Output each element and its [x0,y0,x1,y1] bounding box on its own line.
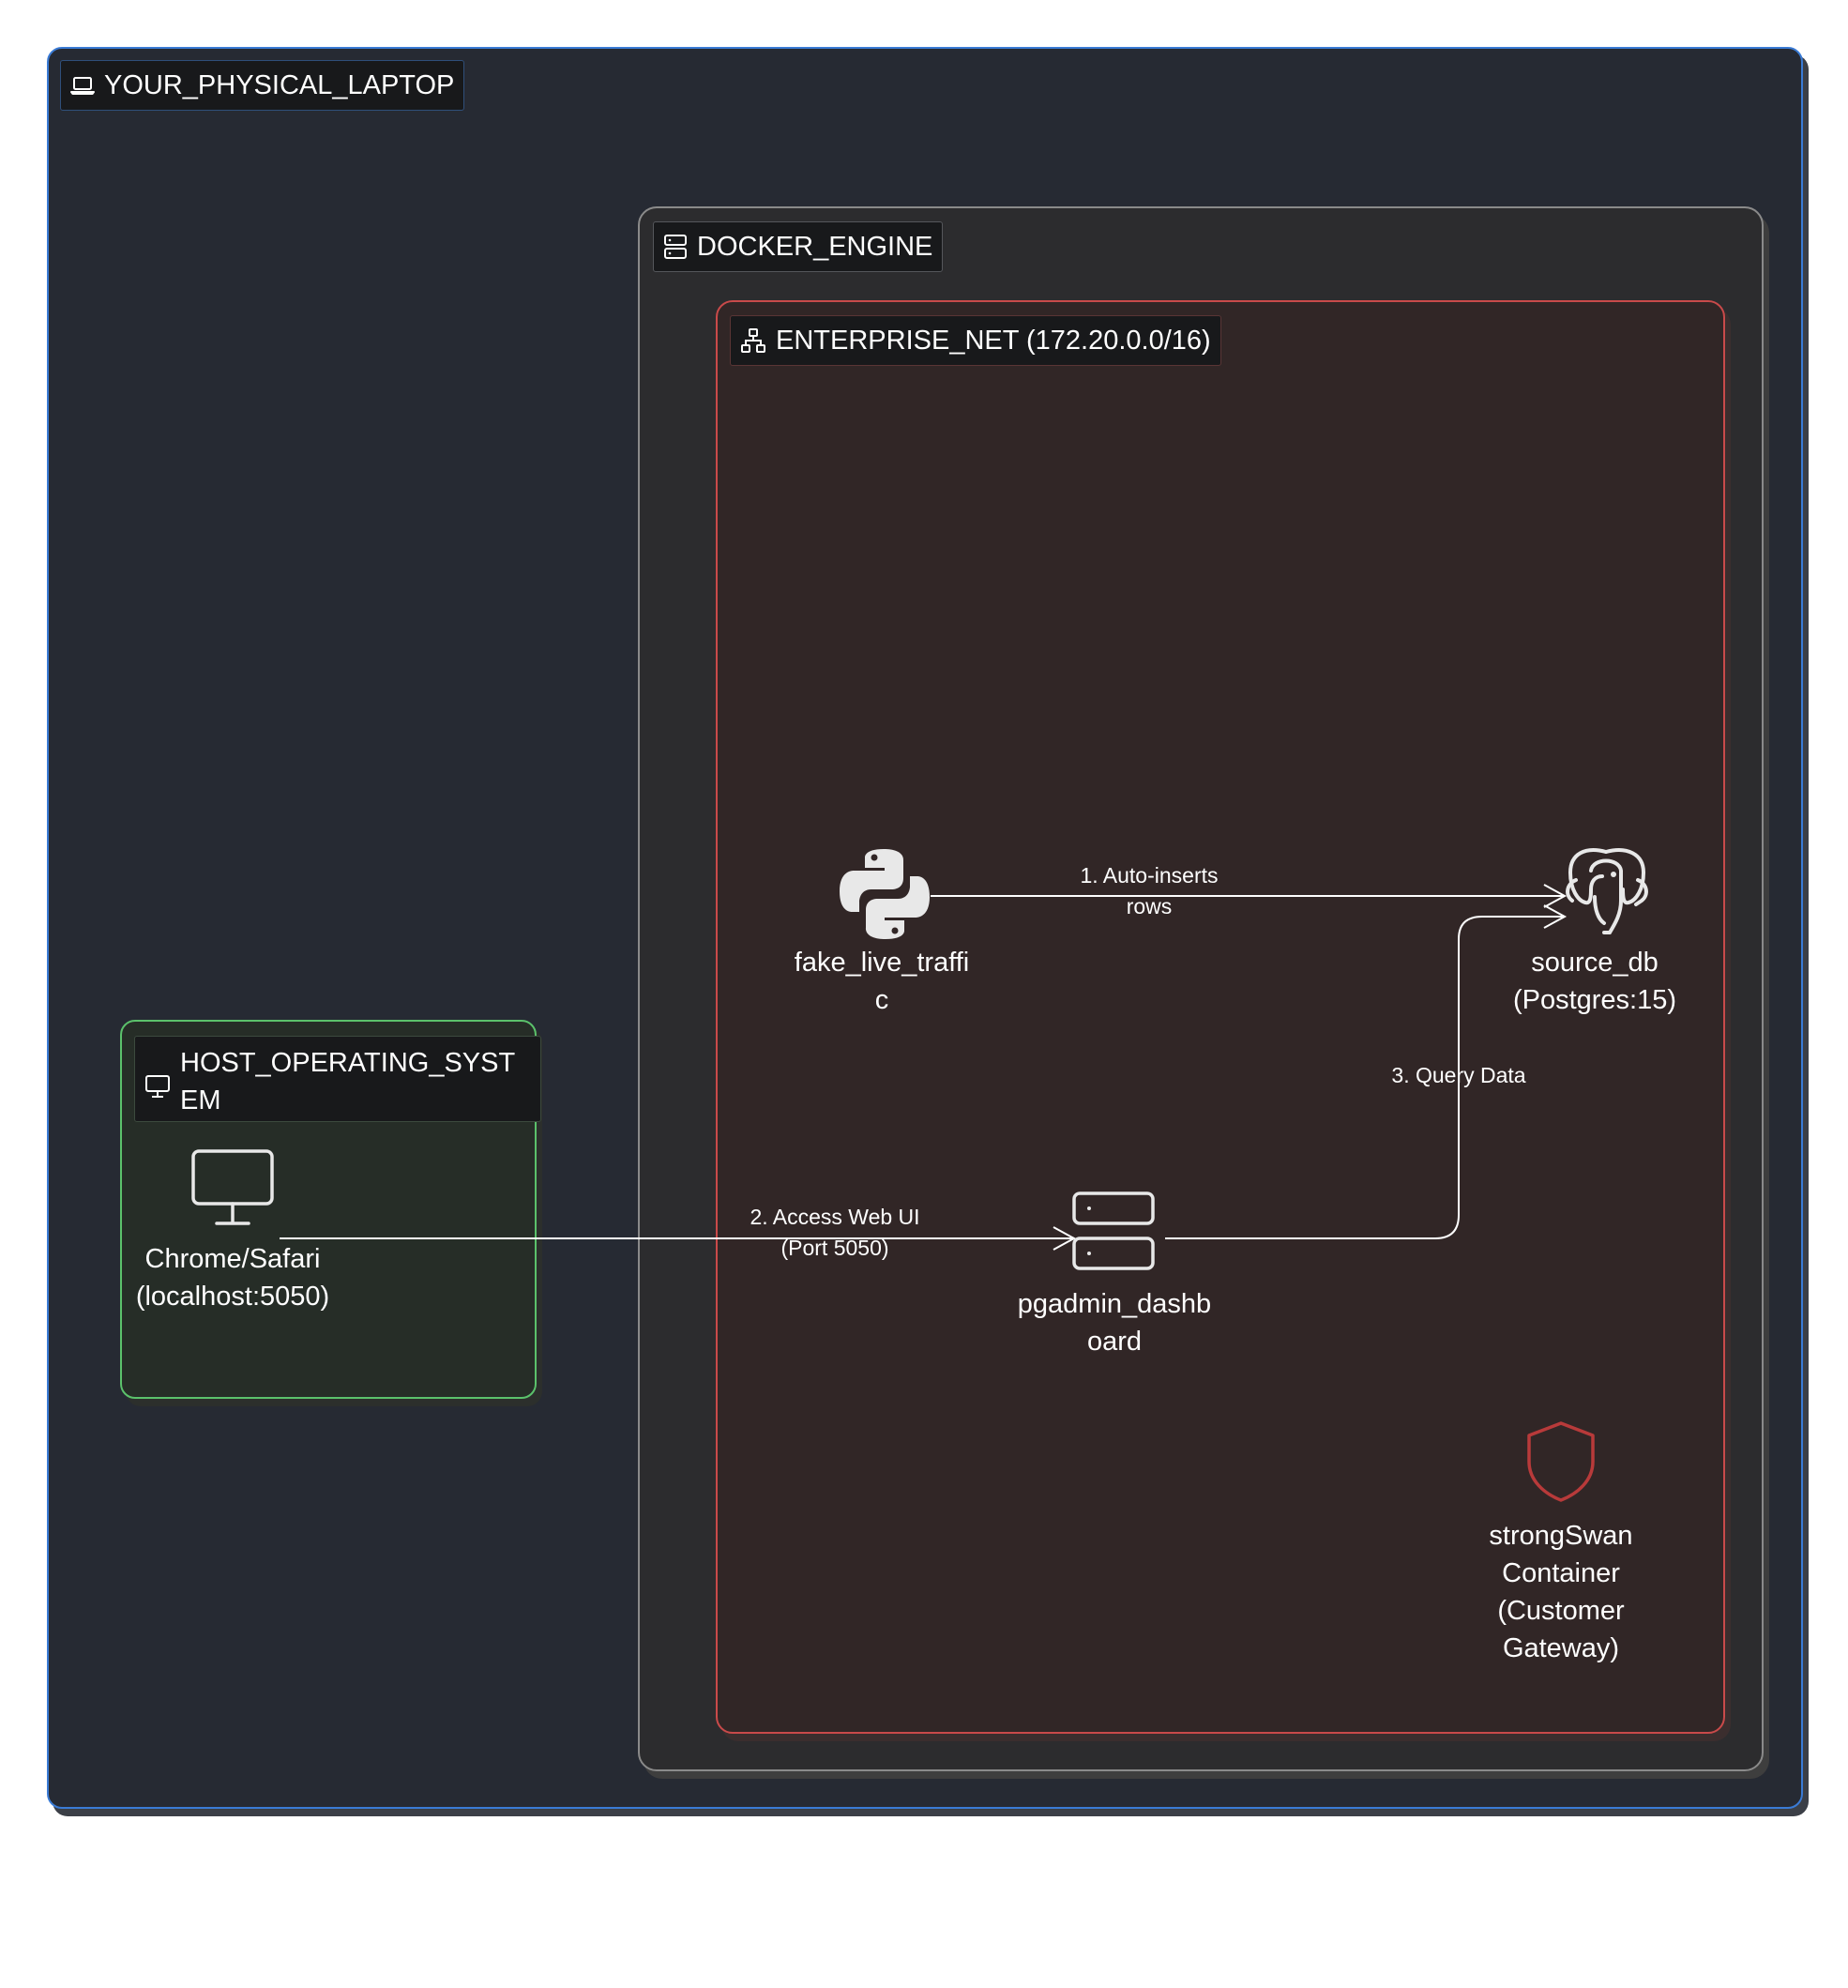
edge-label-access-web-ui-line1: 2. Access Web UI [750,1205,920,1229]
enterprise-net-group-label: ENTERPRISE_NET (172.20.0.0/16) [776,325,1211,356]
edge-label-auto-inserts-line2: rows [1126,894,1173,918]
edge-label-auto-inserts: 1. Auto-inserts rows [1041,860,1257,922]
server-icon [664,235,687,259]
arrowhead-access-web-ui [1053,1226,1077,1251]
monitor-icon[interactable] [190,1148,275,1227]
laptop-icon [70,77,95,95]
fake-live-traffic-label: fake_live_traffic [794,948,970,1015]
edge-label-query-data: 3. Query Data [1391,1063,1526,1087]
edge-label-auto-inserts-line1: 1. Auto-inserts [1080,863,1219,888]
server-rack-icon[interactable] [1070,1190,1157,1274]
docker-engine-group-title: DOCKER_ENGINE [653,221,944,272]
laptop-group-label: YOUR_PHYSICAL_LAPTOP [104,69,455,100]
browser-label: Chrome/Safari (localhost:5050) [135,1244,330,1312]
pgadmin-dashboard-label: pgadmin_dashboard [1017,1289,1212,1357]
network-icon [741,328,765,353]
edge-query-data [1165,916,1565,1239]
arrowhead-query-data [1543,904,1568,929]
host-os-group-label: HOST_OPERATING_SYSTEM [180,1048,516,1115]
host-os-group-title: HOST_OPERATING_SYSTEM [134,1036,541,1122]
postgres-elephant-icon[interactable] [1557,842,1655,940]
python-icon[interactable] [838,847,932,941]
laptop-group-title: YOUR_PHYSICAL_LAPTOP [60,60,465,111]
monitor-icon [145,1075,170,1098]
arrowhead-auto-inserts [1543,884,1568,908]
source-db-label: source_db (Postgres:15) [1512,948,1677,1015]
edge-label-access-web-ui-line2: (Port 5050) [780,1236,889,1260]
shield-icon[interactable] [1525,1420,1597,1503]
enterprise-net-group-title: ENTERPRISE_NET (172.20.0.0/16) [730,315,1221,366]
docker-engine-group-label: DOCKER_ENGINE [697,231,933,262]
edge-label-access-web-ui: 2. Access Web UI (Port 5050) [722,1202,947,1264]
strongswan-label: strongSwan Container (Customer Gateway) [1489,1521,1633,1663]
enterprise-net-group [716,300,1725,1734]
